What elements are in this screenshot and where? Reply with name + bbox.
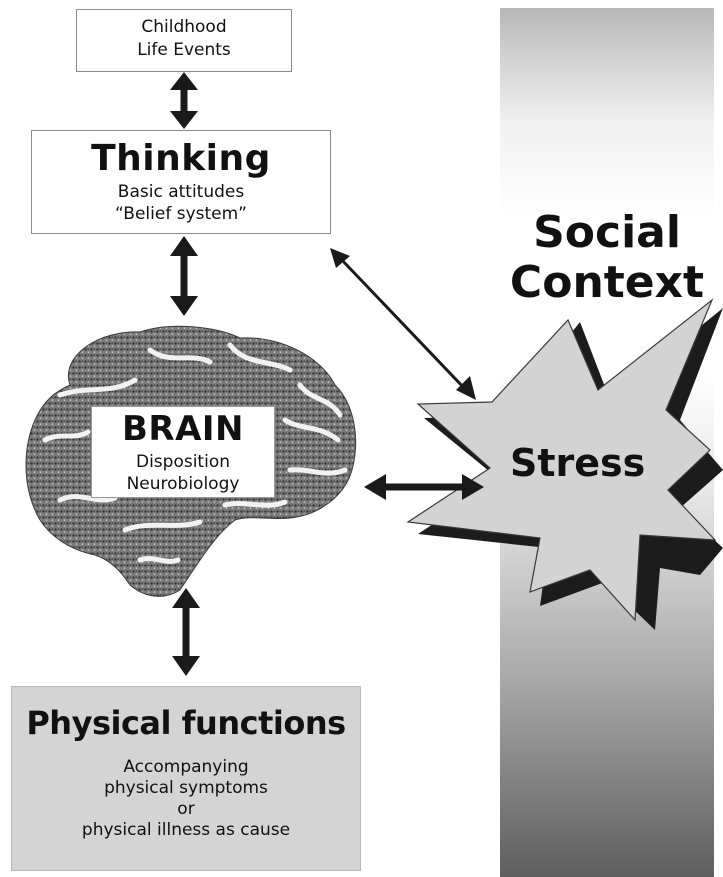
social-context-line2: Context — [509, 257, 705, 308]
arrow-thinking-stress — [330, 248, 476, 400]
arrow-brain-physical — [172, 588, 200, 676]
thinking-box: Thinking Basic attitudes “Belief system” — [31, 130, 331, 234]
physical-line4: physical illness as cause — [81, 820, 291, 840]
brain-box: BRAIN Disposition Neurobiology — [91, 406, 275, 498]
social-context-line1: Social — [533, 207, 681, 258]
childhood-line1: Childhood — [141, 17, 227, 37]
social-context-title: Social Context — [500, 208, 714, 308]
physical-title: Physical functions — [26, 704, 346, 742]
arrow-childhood-thinking — [170, 72, 198, 129]
physical-line2: physical symptoms — [104, 778, 268, 798]
brain-line1: Disposition — [135, 452, 230, 472]
thinking-line1: Basic attitudes — [117, 182, 245, 202]
physical-line1: Accompanying — [123, 757, 249, 777]
arrow-brain-stress — [364, 474, 484, 500]
childhood-line2: Life Events — [137, 40, 231, 60]
childhood-life-events-box: Childhood Life Events — [76, 9, 292, 72]
thinking-title: Thinking — [91, 138, 271, 179]
physical-line3: or — [177, 799, 195, 819]
brain-title: BRAIN — [121, 409, 244, 449]
thinking-line2: “Belief system” — [115, 204, 247, 224]
brain-line2: Neurobiology — [126, 474, 240, 494]
stress-label: Stress — [510, 441, 646, 485]
stress-starburst-icon — [406, 298, 717, 622]
physical-functions-box: Physical functions Accompanying physical… — [11, 686, 361, 871]
arrow-thinking-brain — [170, 236, 198, 316]
